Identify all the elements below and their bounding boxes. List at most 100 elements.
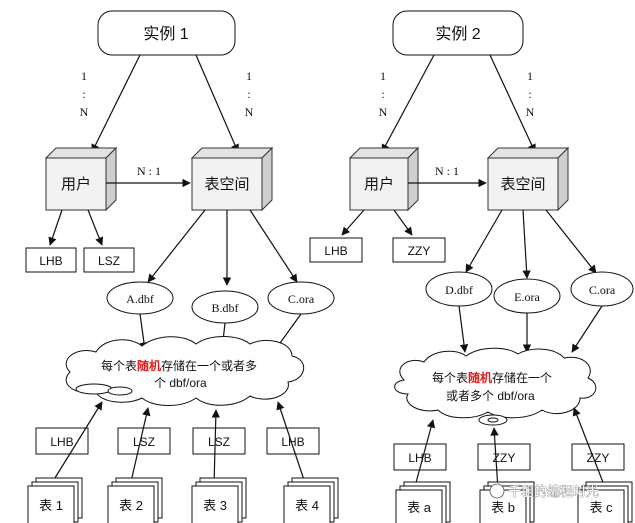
owner2-label-1: LHB xyxy=(408,451,431,465)
table-stack-4: 表 4 xyxy=(283,477,339,523)
user2-label: 用户 xyxy=(364,176,394,193)
edge-user2-lhb xyxy=(341,209,365,236)
user-box-lsz xyxy=(83,247,135,273)
edge-ts2-c xyxy=(545,209,597,274)
owner-label-1: LHB xyxy=(50,435,73,449)
tablespace-cube-1: 表空间 xyxy=(190,146,274,212)
table-label-b: 表 b xyxy=(491,500,515,515)
cloud2-text-2: 或者多个 dbf/ora xyxy=(446,389,535,403)
n-to-1-label-2: N : 1 xyxy=(435,164,459,178)
table-stack-a: 表 a xyxy=(395,481,451,523)
ratio-right-colon: : xyxy=(247,87,250,101)
ratio2-right-colon: : xyxy=(528,87,531,101)
ratio2-left-n: N xyxy=(379,105,388,119)
watermark: 千羽的编程时光 xyxy=(489,483,599,500)
cloud2-puff-2 xyxy=(487,417,499,423)
edge-ts-c xyxy=(249,209,298,283)
edge-instance1-user xyxy=(91,54,141,153)
left-instance-group: 实例 1 1 : N 1 : N 用户 表空间 N : 1 LHB xyxy=(25,10,339,523)
file-c-label: C.ora xyxy=(288,292,315,306)
edge-d-cloud xyxy=(458,305,469,353)
edge-instance2-user xyxy=(381,54,435,153)
user-name-lsz: LSZ xyxy=(98,254,120,268)
user2-box-lhb xyxy=(309,237,363,263)
ratio2-left-1: 1 xyxy=(380,69,386,83)
owner-box-3 xyxy=(192,427,246,455)
edge-t3-cloud xyxy=(211,409,220,487)
table-stack-3: 表 3 xyxy=(191,477,247,523)
right-instance-group: 实例 2 1 : N 1 : N 用户 表空间 N : 1 LHB ZZY xyxy=(309,10,634,523)
table-stack-2: 表 2 xyxy=(107,477,163,523)
instance-2-label: 实例 2 xyxy=(435,25,480,43)
ratio2-right-n: N xyxy=(526,105,535,119)
tablespace-cube-2: 表空间 xyxy=(486,146,570,212)
edge-t2-cloud xyxy=(129,407,151,487)
file-c2-label: C.ora xyxy=(589,283,616,297)
owner-box-4 xyxy=(266,427,320,455)
user-label: 用户 xyxy=(61,176,91,193)
user2-name-zzy: ZZY xyxy=(408,244,431,258)
file-d-label: D.dbf xyxy=(445,283,473,297)
ratio2-left-colon: : xyxy=(381,87,384,101)
owner-label-2: LSZ xyxy=(133,435,155,449)
edge-tb-cloud xyxy=(490,427,499,491)
table-label-a: 表 a xyxy=(407,500,432,515)
edge-t4-cloud xyxy=(276,401,307,487)
owner-label-3: LSZ xyxy=(208,435,230,449)
edge-c2-cloud xyxy=(571,305,603,353)
instance-2-box xyxy=(392,10,524,56)
table-stack-c: 表 c xyxy=(577,481,633,523)
tablespace2-label: 表空间 xyxy=(500,176,545,193)
file-b-label: B.dbf xyxy=(212,301,239,315)
watermark-text: 千羽的编程时光 xyxy=(508,484,599,500)
user-name-lhb: LHB xyxy=(39,254,62,268)
file-e-label: E.ora xyxy=(514,290,540,304)
n-to-1-label: N : 1 xyxy=(137,164,161,178)
ratio-right-1: 1 xyxy=(246,69,252,83)
edge-user-lhb xyxy=(48,209,63,246)
edge-ts2-e xyxy=(522,209,531,279)
edge-user2-zzy xyxy=(393,209,413,236)
table-label-1: 表 1 xyxy=(39,498,63,513)
instance-1-box xyxy=(97,10,236,56)
owner-label-4: LHB xyxy=(281,435,304,449)
cloud-puff-1 xyxy=(75,383,113,395)
ratio-left-colon: : xyxy=(82,87,85,101)
table-stack-1: 表 1 xyxy=(27,477,83,523)
edge-instance2-tablespace xyxy=(489,54,536,153)
owner2-label-2: ZZY xyxy=(493,451,516,465)
ratio-left-1: 1 xyxy=(81,69,87,83)
edge-instance1-tablespace xyxy=(195,54,239,153)
cloud-text-2: 个 dbf/ora xyxy=(154,376,207,390)
ratio-right-n: N xyxy=(245,105,254,119)
cloud-text-1: 每个表随机存储在一个或者多 xyxy=(101,358,257,373)
owner2-box-2 xyxy=(477,443,531,471)
table-label-2: 表 2 xyxy=(119,498,143,513)
table-label-c: 表 c xyxy=(589,500,613,515)
user-cube-1: 用户 xyxy=(44,146,118,212)
file-a-label: A.dbf xyxy=(126,292,154,306)
wechat-icon xyxy=(489,483,505,499)
owner2-label-3: ZZY xyxy=(587,451,610,465)
user-cube-2: 用户 xyxy=(348,146,420,212)
table-label-4: 表 4 xyxy=(295,498,319,513)
edge-tc-cloud xyxy=(572,407,607,491)
owner-box-1 xyxy=(35,427,89,455)
edge-user-lsz xyxy=(87,209,104,246)
user2-name-lhb: LHB xyxy=(324,244,347,258)
table-label-3: 表 3 xyxy=(203,498,227,513)
edge-ts-a xyxy=(147,209,206,283)
ratio-left-n: N xyxy=(80,105,89,119)
instance-1-label: 实例 1 xyxy=(143,25,188,43)
edge-ta-cloud xyxy=(413,419,436,491)
ratio2-right-1: 1 xyxy=(527,69,533,83)
storage-cloud-2 xyxy=(394,347,597,419)
user-box-lhb xyxy=(25,247,77,273)
user2-box-zzy xyxy=(392,237,446,263)
edge-t1-cloud xyxy=(49,401,103,487)
edge-ts2-d xyxy=(465,209,503,273)
cloud-puff-2 xyxy=(107,386,133,396)
cloud2-text-1: 每个表随机存储在一个 xyxy=(432,370,552,385)
